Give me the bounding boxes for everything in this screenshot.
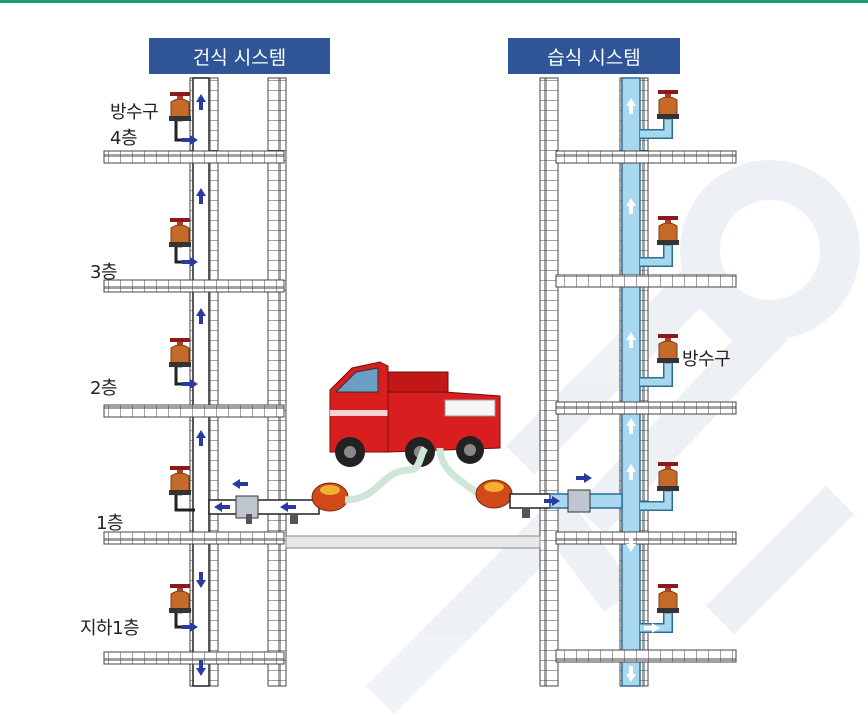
dry-floor-2-label: 2층 — [90, 378, 118, 399]
wet-outlet-label: 방수구 — [682, 349, 731, 370]
dry-valve-3f — [168, 217, 192, 248]
wet-branch-3f-fill — [640, 240, 672, 266]
dry-arrow-left — [232, 479, 248, 489]
slab-dry-1f — [103, 531, 285, 545]
wet-arrow-right — [576, 473, 592, 483]
slab-dry-3f — [103, 279, 285, 293]
slab-dry-2f — [103, 404, 285, 418]
slab-wet-4f — [555, 150, 737, 164]
dry-stand — [246, 514, 252, 524]
hose-dry — [344, 445, 429, 504]
dry-siamese-cap — [320, 485, 340, 495]
wet-valve-b1 — [656, 583, 680, 614]
wet-branch-2f-fill — [640, 360, 672, 386]
slab-dry-4f — [103, 150, 285, 164]
slab-wet-2f — [555, 401, 737, 415]
dry-floor-3-label: 3층 — [90, 262, 118, 283]
dry-floor-1-label: 1층 — [96, 513, 124, 534]
wet-standpipe — [621, 77, 641, 687]
wet-system-title: 습식 시스템 — [508, 38, 680, 74]
hose-wet — [436, 447, 483, 498]
right-column-inner — [539, 77, 559, 687]
dry-standpipe — [192, 77, 210, 687]
wet-valve-3f — [656, 215, 680, 246]
wet-check-valve — [567, 489, 591, 513]
wet-siamese-cap — [484, 482, 504, 492]
slab-wet-1f — [555, 531, 737, 545]
top-rule — [0, 0, 868, 3]
dry-valve-2f — [168, 337, 192, 368]
dry-basement-1-label: 지하1층 — [80, 618, 140, 639]
left-column-inner — [267, 77, 287, 687]
slab-dry-b1 — [103, 651, 285, 665]
dry-branch-1f — [174, 495, 195, 512]
slab-wet-b1 — [555, 649, 737, 663]
dry-valve-4f — [168, 91, 192, 122]
dry-outlet-label: 방수구 — [110, 102, 159, 123]
dry-stand — [290, 514, 298, 524]
ground-link — [285, 535, 541, 549]
wet-valve-1f — [656, 461, 680, 492]
wet-valve-2f — [656, 333, 680, 364]
dry-system-title: 건식 시스템 — [149, 38, 330, 74]
fire-truck — [329, 361, 501, 467]
slab-wet-3f — [555, 274, 737, 288]
wet-stand — [522, 508, 530, 518]
dry-valve-1f — [168, 465, 192, 496]
dry-valve-b1 — [168, 583, 192, 614]
dry-floor-4-label: 4층 — [110, 128, 138, 149]
wet-valve-4f — [656, 89, 680, 120]
